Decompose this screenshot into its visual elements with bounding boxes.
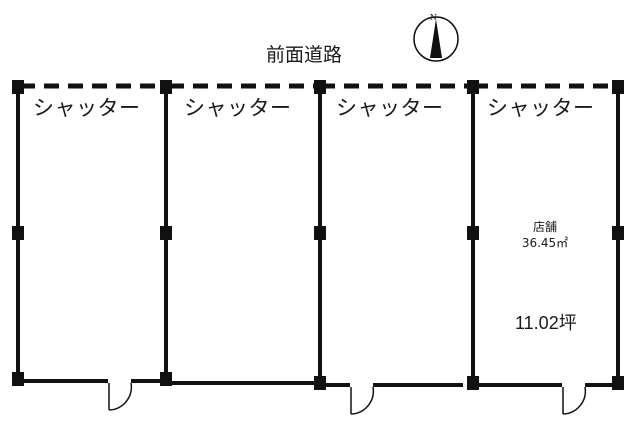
store-area-sqm: 36.45㎡ xyxy=(521,236,569,250)
columns xyxy=(12,80,624,390)
shutter-label-unit-3: シャッター xyxy=(336,96,444,120)
door-unit-4 xyxy=(562,386,587,415)
front-road-label: 前面道路 xyxy=(266,44,343,66)
store-area-tsubo: 11.02坪 xyxy=(515,313,577,333)
compass-icon xyxy=(413,16,459,62)
door-unit-3 xyxy=(350,386,375,415)
shutter-label-unit-2: シャッター xyxy=(184,96,292,120)
door-unit-1 xyxy=(108,382,133,411)
compass-north-label: N xyxy=(430,13,437,22)
shutter-label-unit-1: シャッター xyxy=(33,96,141,120)
shutter-label-unit-4: シャッター xyxy=(487,96,595,120)
store-name-label: 店舗 xyxy=(532,220,557,234)
